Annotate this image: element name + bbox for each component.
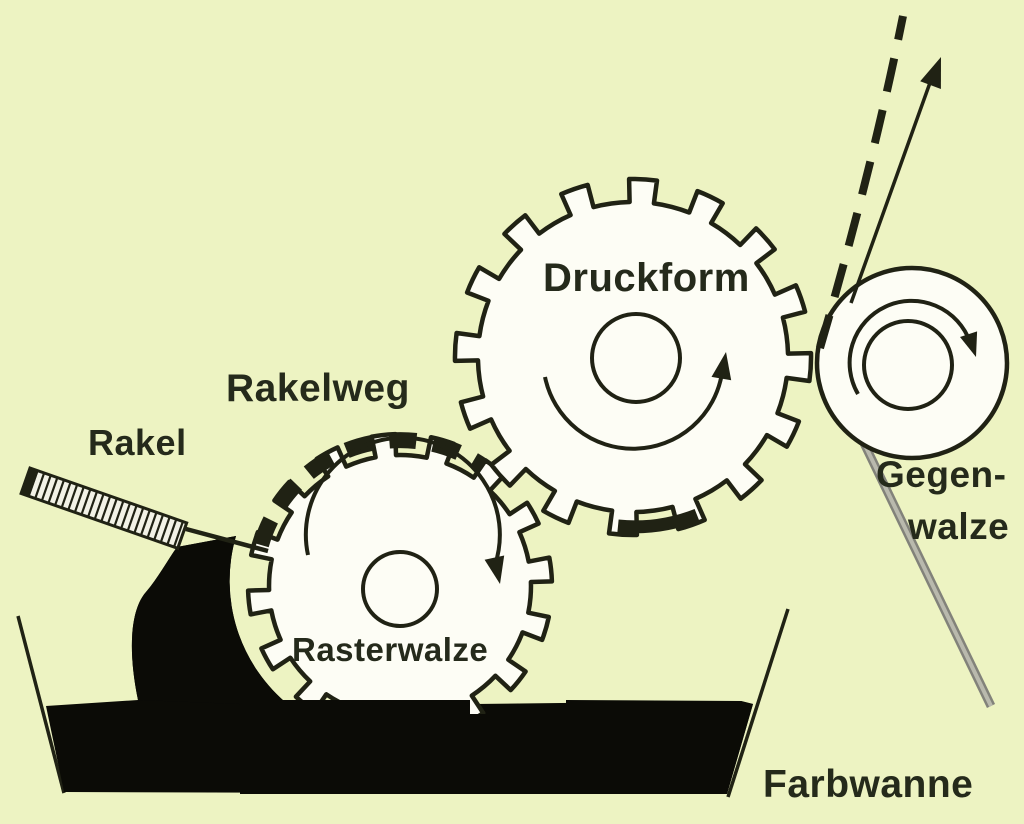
rakel-hatch-line xyxy=(87,492,98,517)
druckform-rotation-arrow xyxy=(543,372,724,451)
druckform-ink-film xyxy=(617,508,700,534)
gegenwalze-rotation-arrowhead xyxy=(960,331,978,357)
web-direction-arrow-line xyxy=(849,65,938,304)
rakel-hatch-line xyxy=(100,496,111,521)
rakel-hatch-line xyxy=(113,501,125,526)
gegenwalze-rotation-arrow xyxy=(847,298,972,396)
rakel-hatch-line xyxy=(27,471,39,496)
druckform-hub xyxy=(590,312,682,404)
arrowheads xyxy=(484,57,978,584)
rakel-hatch-line xyxy=(133,508,144,533)
ink-tray-right-wall xyxy=(726,608,790,798)
rakel-hatch-line xyxy=(166,519,177,545)
rasterwalze-hub xyxy=(361,550,439,628)
rakel-hatch-line xyxy=(153,515,164,540)
rasterwalze-rotation-arrowhead xyxy=(484,555,505,584)
rakel-blade-tip xyxy=(185,526,269,554)
rakel-hatch-line xyxy=(80,489,92,515)
label-druckform: Druckform xyxy=(543,256,750,300)
label-rakel: Rakel xyxy=(88,422,187,463)
rakel-blade-holder xyxy=(19,466,189,551)
gegenwalze-hub xyxy=(862,319,954,411)
rakel-hatch-line xyxy=(34,473,45,498)
rakel-hatch-line xyxy=(173,522,184,547)
rakel-hatch-line xyxy=(54,480,65,505)
rakel-hatch-line xyxy=(120,503,131,528)
druckform-rotation-arrowhead xyxy=(711,352,732,381)
rakel-blade-endcap xyxy=(21,468,39,497)
gegenwalze-roller xyxy=(814,265,1010,461)
rakel-hatch-line xyxy=(160,517,171,542)
label-gegenwalze-line1: Gegen- xyxy=(876,454,1006,495)
rakel-hatch-line xyxy=(60,482,72,508)
druckform-gear xyxy=(452,176,814,538)
rakel-blade-group xyxy=(19,466,189,551)
rakel-hatch-line xyxy=(47,478,59,503)
label-gegenwalze-line2: walze xyxy=(907,506,1009,547)
label-rasterwalze: Rasterwalze xyxy=(292,631,488,668)
rakel-hatch-line xyxy=(41,475,52,501)
web-printed-upper-dashed xyxy=(816,15,907,350)
rakel-hatch-line xyxy=(74,487,85,512)
label-rakelweg: Rakelweg xyxy=(226,367,410,410)
ink-surface xyxy=(240,700,753,794)
rakel-hatch-line xyxy=(93,494,105,519)
ink-blob-overlay xyxy=(131,536,290,706)
rakel-hatch-pattern xyxy=(27,471,184,547)
rakel-hatch-line xyxy=(67,485,78,510)
rakel-hatch-line xyxy=(127,505,138,531)
rakel-hatch-line xyxy=(107,498,118,524)
rakel-hatch-line xyxy=(146,512,158,538)
rasterwalze-rotation-arrow xyxy=(303,435,502,566)
ink-tray-left-wall xyxy=(16,615,66,794)
rakel-hatch-line xyxy=(140,510,151,535)
web-direction-arrowhead xyxy=(920,57,941,89)
label-farbwanne: Farbwanne xyxy=(763,763,973,806)
